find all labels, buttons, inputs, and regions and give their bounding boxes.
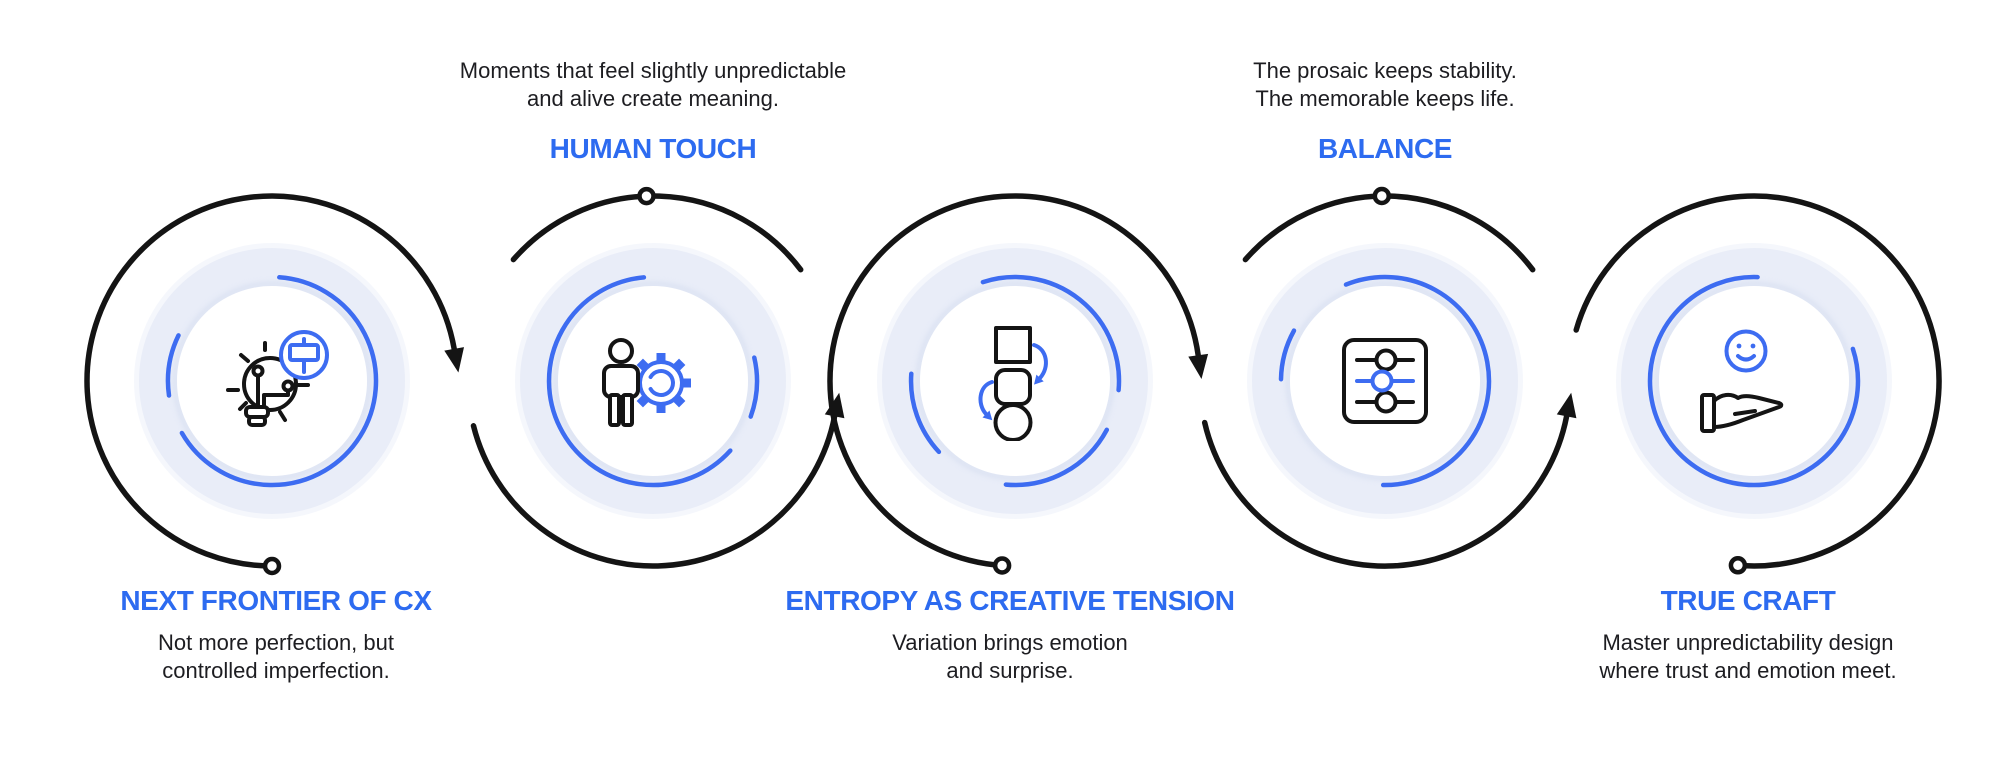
step-3-label: ENTROPY AS CREATIVE TENSION Variation br… [730, 586, 1290, 685]
sliders-icon [1342, 338, 1428, 424]
step-5-label: TRUE CRAFT Master unpredictability desig… [1468, 586, 2000, 685]
step-4-title: BALANCE [1317, 133, 1453, 164]
idea-lightbulb-icon [226, 330, 329, 427]
step-3-description: Variation brings emotion and surprise. [892, 630, 1128, 683]
step-5-description: Master unpredictability design where tru… [1599, 630, 1897, 683]
step-2-rings-and-arcs [470, 186, 845, 569]
smiley-face [1724, 329, 1768, 373]
open-hand [1700, 392, 1784, 433]
step-1-label: NEXT FRONTIER OF CX Not more perfection,… [0, 586, 556, 685]
step-1-description: Not more perfection, but controlled impe… [157, 630, 394, 683]
person-gear-icon [602, 338, 691, 427]
step-2-label: Moments that feel slightly unpredictable… [373, 57, 933, 164]
step-5-title: TRUE CRAFT [1660, 585, 1836, 616]
step-2-title: HUMAN TOUCH [549, 133, 757, 164]
sign-badge [279, 330, 329, 380]
shuffle-shapes-icon [978, 326, 1048, 441]
person-shape [602, 338, 640, 427]
step-1-title: NEXT FRONTIER OF CX [120, 585, 432, 616]
step-4-description: The prosaic keeps stability. The memorab… [1253, 58, 1517, 111]
step-2-description: Moments that feel slightly unpredictable… [459, 58, 847, 111]
step-4-label: The prosaic keeps stability. The memorab… [1105, 57, 1665, 164]
step-3-title: ENTROPY AS CREATIVE TENSION [785, 585, 1235, 616]
gear-shape [636, 353, 691, 413]
hand-smiley-icon [1700, 329, 1784, 433]
cycle-arrows [978, 343, 1048, 421]
